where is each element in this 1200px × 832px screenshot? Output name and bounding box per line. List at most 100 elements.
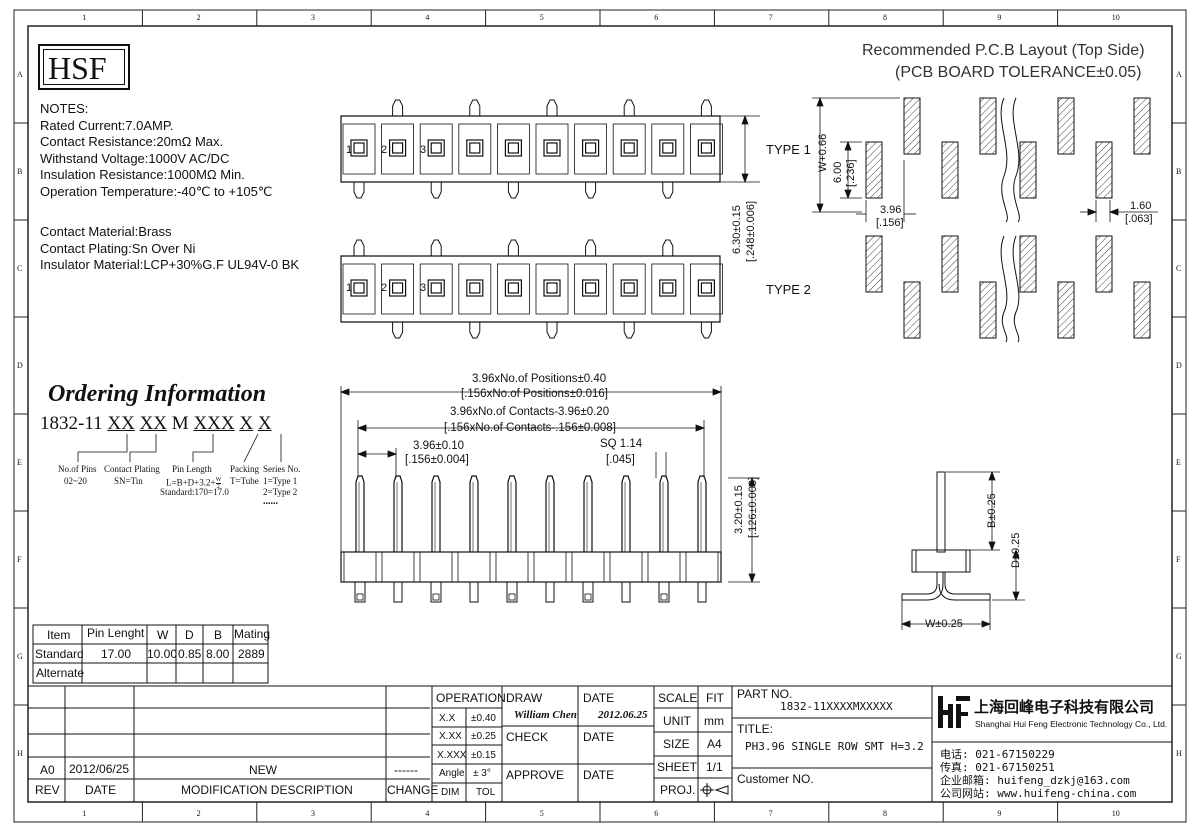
smt-tab: [393, 581, 403, 603]
cavity-outline: [342, 263, 376, 315]
cavity-outline: [612, 263, 646, 315]
pin-square-inner: [353, 142, 365, 154]
cavity-outline: [458, 263, 492, 315]
pin-square-inner: [430, 142, 442, 154]
pin-square-inner: [469, 282, 481, 294]
pcb-dim-pitch-inch: [.156]: [876, 217, 904, 229]
tol-label: TOL: [476, 787, 496, 798]
smt-tab: [392, 99, 404, 116]
pcb-pad: [865, 235, 883, 293]
pin-length-formula: L=B+D+3.2+: [166, 477, 216, 488]
smt-tab: [546, 99, 558, 116]
cavity-outline: [419, 263, 453, 315]
spec-cell: 0.85: [178, 647, 202, 661]
type1-connector-top-view: [340, 99, 723, 199]
customer-no-label: Customer NO.: [737, 772, 814, 786]
note-line: Operation Temperature:-40℃ to +105℃: [40, 183, 273, 199]
zone-label: 6: [654, 13, 659, 22]
part-no-label: PART NO.: [737, 687, 793, 701]
spec-table-grid: [32, 624, 269, 684]
smt-tab-inner: [356, 593, 364, 601]
zone-label: H: [1176, 748, 1182, 758]
smt-tab: [621, 581, 631, 603]
dim-contacts: 3.96xNo.of Contacts-3.96±0.20: [450, 406, 610, 418]
pin-square-inner: [623, 282, 635, 294]
cavity-outline: [612, 123, 646, 175]
label-series: Series No.: [263, 464, 301, 474]
zone-label: C: [1176, 263, 1182, 273]
smt-tab: [662, 239, 674, 256]
cavity-outline: [496, 263, 530, 315]
pcb-tolerance: (PCB BOARD TOLERANCE±0.05): [895, 64, 1142, 81]
approve-date-label: DATE: [583, 768, 615, 782]
contact-pin: [621, 475, 631, 552]
tol-val: ±0.40: [471, 713, 496, 724]
pcb-pad: [1057, 97, 1075, 155]
zone-label: 6: [654, 809, 659, 818]
zone-label: E: [1176, 457, 1181, 467]
check-date-label: DATE: [583, 730, 615, 744]
pin-square: [504, 279, 522, 297]
cavity-outline: [496, 123, 530, 175]
material-line: Insulator Material:LCP+30%G.F UL94V-0 BK: [40, 257, 300, 272]
connector-housing: [340, 551, 722, 583]
pcb-dim-pad-width: 1.60: [1130, 200, 1152, 212]
cavity-outline: [690, 123, 723, 175]
top-view-drawing: [340, 99, 760, 339]
pin-number-3: 3: [420, 282, 427, 294]
pin-square-inner: [392, 142, 404, 154]
tol-dim: X.XXX: [437, 750, 467, 761]
pcb-pad: [1095, 141, 1113, 199]
ordering-code-series: X: [257, 413, 272, 434]
ordering-leader-lines: [77, 433, 282, 463]
draw-date: 2012.06.25: [598, 709, 648, 721]
smt-tab: [430, 581, 442, 603]
zone-label: F: [1176, 554, 1181, 564]
smt-tab: [697, 581, 707, 603]
pin-square: [350, 139, 368, 157]
pin-square-inner: [392, 282, 404, 294]
pcb-pad: [1133, 281, 1151, 339]
zone-label: C: [17, 263, 23, 273]
projection-symbol: [700, 783, 729, 797]
contact-pin: [697, 475, 707, 552]
connector-body: [340, 255, 721, 323]
pin-square: [659, 279, 677, 297]
pin-square: [350, 279, 368, 297]
pin-number-2: 2: [381, 144, 388, 156]
spec-header-pin-length: Pin Lenght: [87, 626, 145, 640]
operation-label: OPERATION: [436, 691, 506, 705]
draw-name: William Chen: [514, 709, 577, 721]
note-line: Rated Current:7.0AMP.: [40, 117, 174, 133]
pcb-dim-pitch: 3.96: [880, 204, 902, 216]
ordering-code-plating: XX: [139, 413, 168, 434]
pin-square-inner: [584, 142, 597, 154]
cavity-outline: [458, 123, 492, 175]
header-rev: REV: [35, 783, 60, 797]
spec-cell: 2889: [238, 647, 265, 661]
pin-square: [697, 279, 716, 297]
pin-square: [659, 139, 677, 157]
huifeng-logo-icon: [938, 696, 970, 728]
pin-square-inner: [353, 282, 365, 294]
smt-tab: [507, 182, 519, 199]
front-view-pins: [340, 475, 722, 603]
pcb-pad: [979, 281, 997, 339]
spec-header-item: Item: [47, 628, 71, 642]
pcb-pad: [1019, 141, 1037, 199]
zone-label: 10: [1111, 809, 1120, 818]
pin-square-inner: [662, 282, 674, 294]
spec-header-mating: Mating: [234, 627, 271, 641]
header-change: CHANGE: [387, 783, 439, 797]
fraction-bottom: 2: [216, 484, 220, 490]
contact-pin: [507, 475, 517, 552]
tol-val: ±0.15: [471, 750, 496, 761]
note-line: Withstand Voltage:1000V AC/DC: [40, 150, 230, 166]
smt-tab: [469, 99, 481, 116]
zone-label: 7: [768, 13, 773, 22]
pcb-pad: [979, 97, 997, 155]
zone-label: D: [17, 360, 23, 370]
contact-pin: [355, 475, 365, 552]
